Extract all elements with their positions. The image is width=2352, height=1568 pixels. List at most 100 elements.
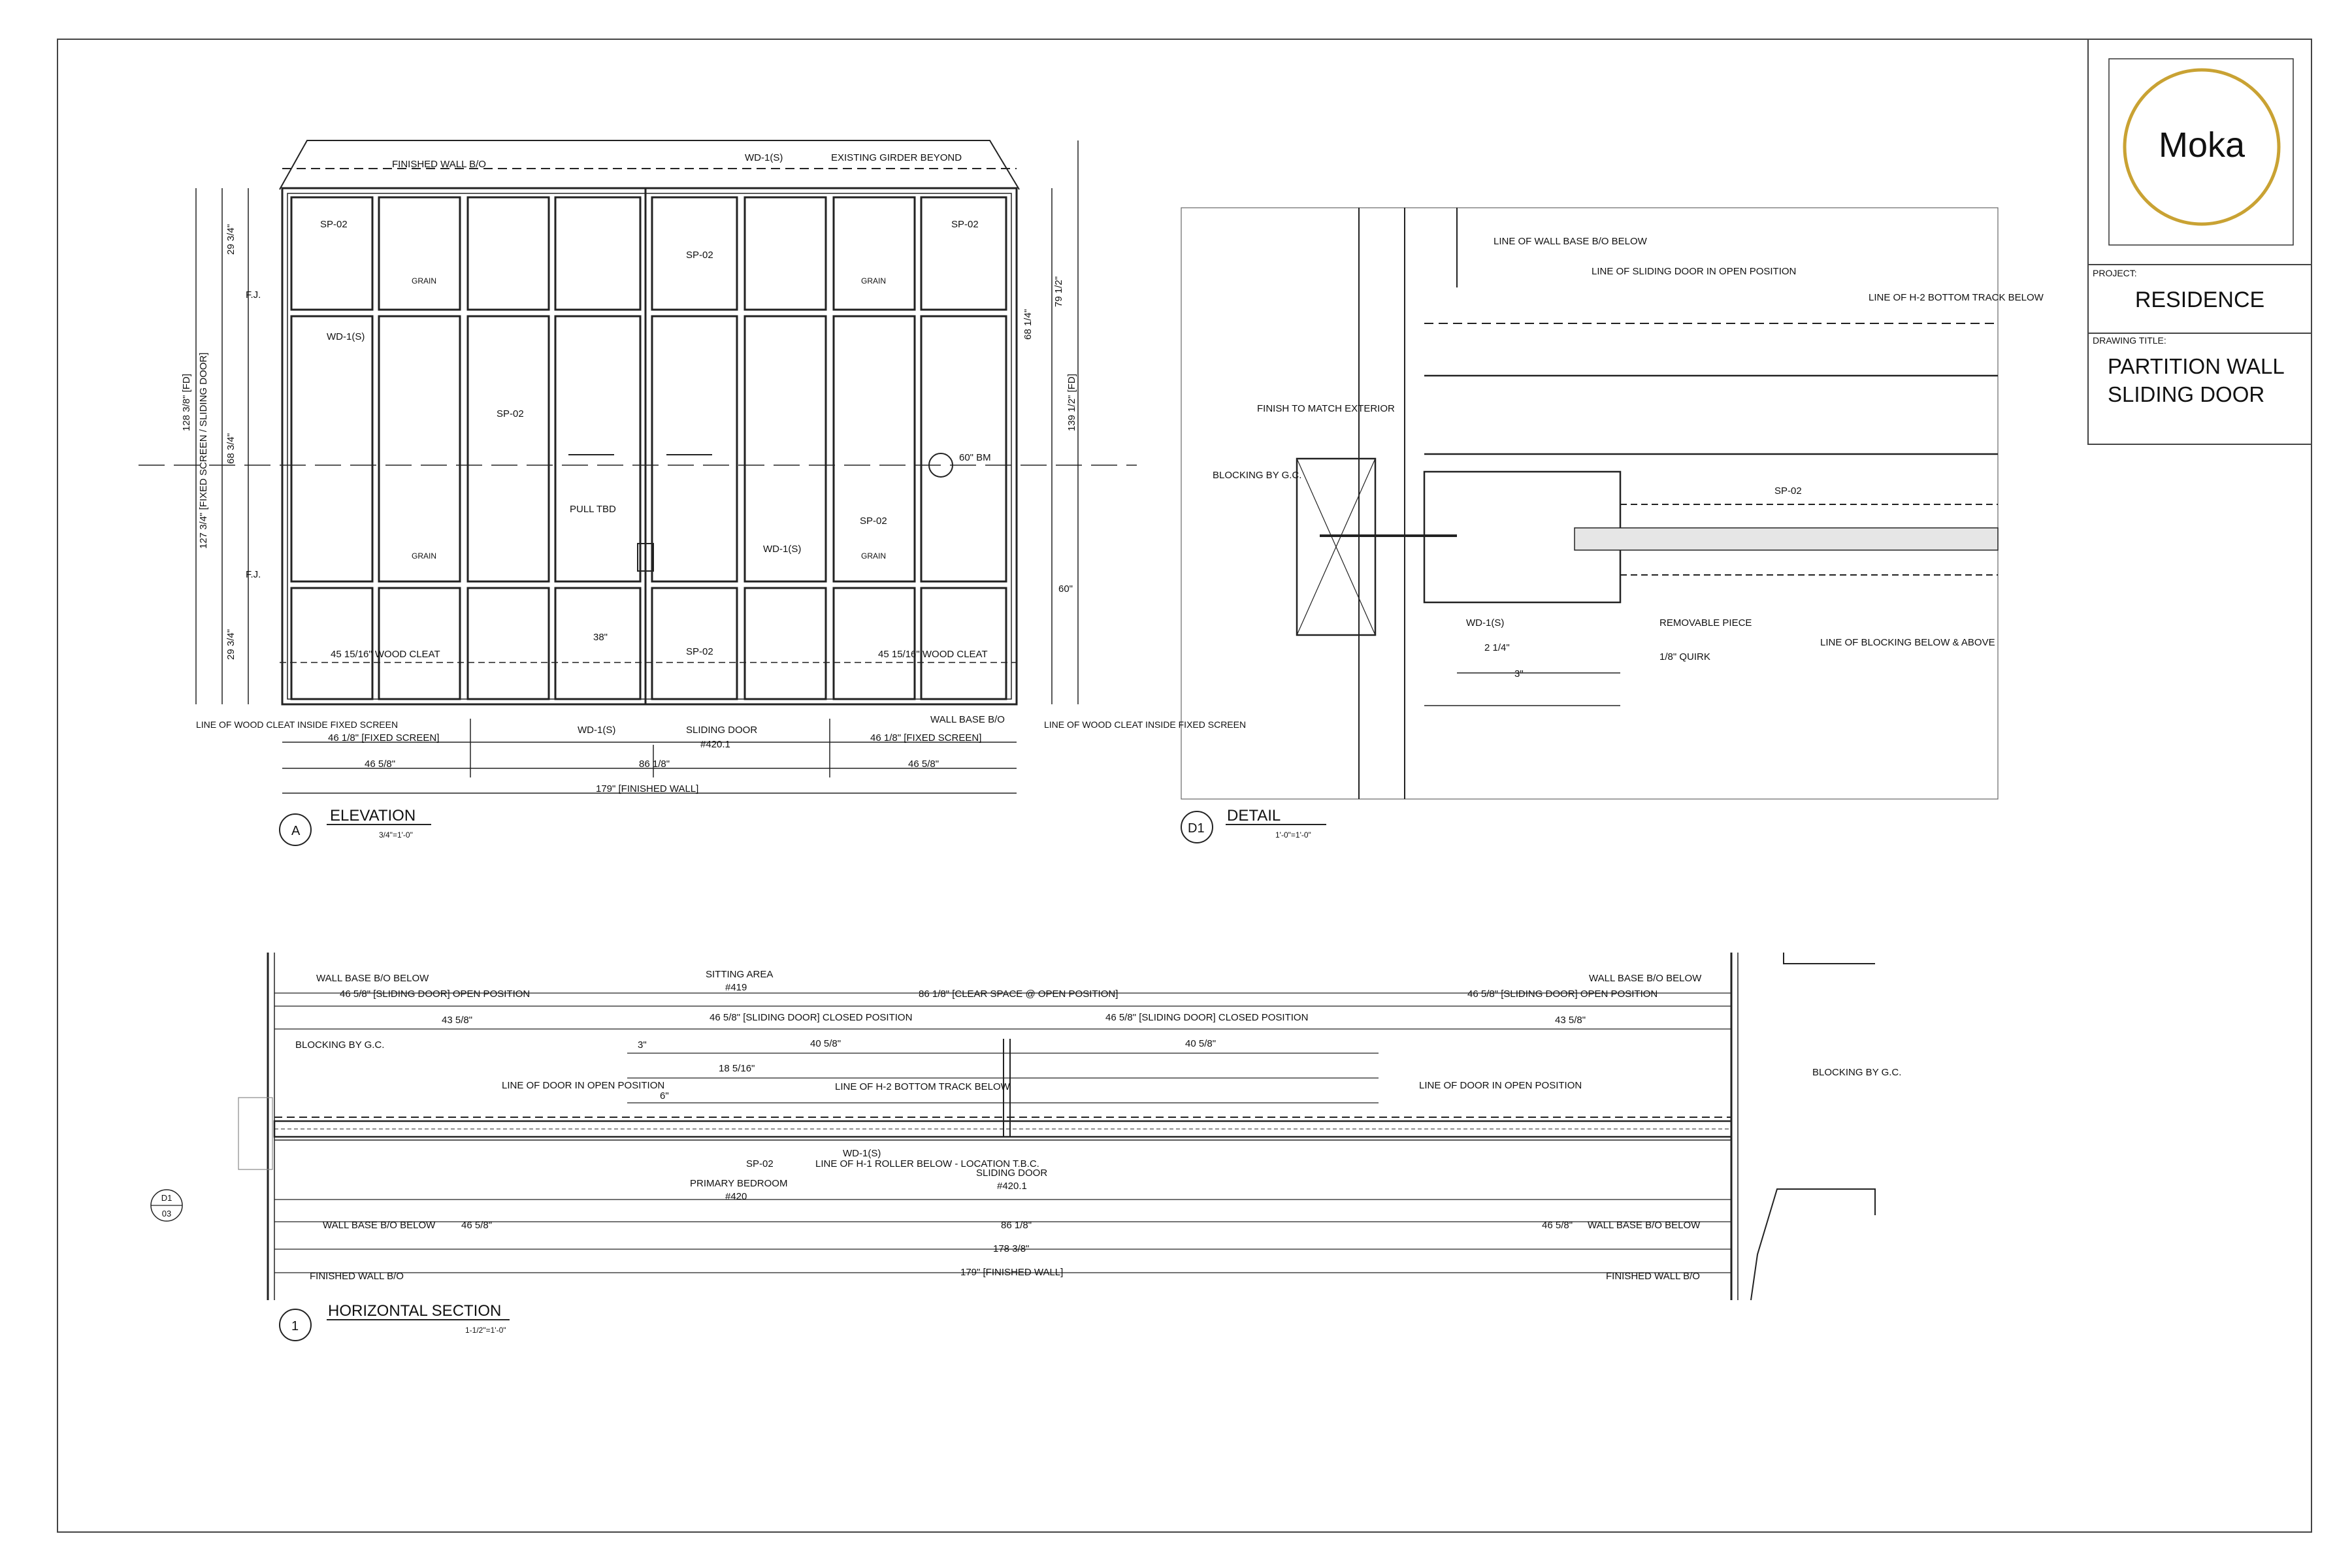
elev-title: ELEVATION: [330, 807, 416, 825]
sheet-border: [57, 39, 2312, 1533]
det-wd1: WD-1(S): [1466, 617, 1504, 629]
elev-line-wood-cleat-l: LINE OF WOOD CLEAT INSIDE FIXED SCREEN: [196, 719, 398, 730]
sec-sp02: SP-02: [746, 1158, 774, 1169]
logo-ring: [2123, 68, 2281, 226]
sec-dim-40-l: 40 5/8": [810, 1038, 841, 1049]
elev-dim-46-l: 46 5/8": [365, 759, 395, 770]
elev-dim-46-r: 46 5/8": [908, 759, 939, 770]
elev-finished-wall: FINISHED WALL B/O: [392, 159, 486, 170]
elev-grain-3: GRAIN: [412, 551, 436, 561]
sec-scale: 1-1/2"=1'-0": [465, 1326, 506, 1335]
det-tag: D1: [1188, 821, 1205, 836]
sec-h2-track: LINE OF H-2 BOTTOM TRACK BELOW: [835, 1081, 1011, 1092]
sec-wd1: WD-1(S): [843, 1148, 881, 1159]
elev-tag: A: [291, 824, 301, 838]
elev-dim-79: 79 1/2": [1053, 276, 1064, 307]
det-dim-2: 2 1/4": [1484, 642, 1510, 653]
elev-sp02-tl: SP-02: [320, 219, 348, 230]
logo-frame: [2108, 58, 2294, 246]
det-blocking-line: LINE OF BLOCKING BELOW & ABOVE: [1820, 637, 1995, 648]
elev-grain-4: GRAIN: [861, 551, 886, 561]
sec-finished-wall-r: FINISHED WALL B/O: [1606, 1271, 1700, 1282]
sec-ref-tag-top: D1: [161, 1193, 172, 1203]
sec-sitting-area: SITTING AREA: [706, 969, 773, 980]
sec-wall-base-tr: WALL BASE B/O BELOW: [1589, 973, 1702, 984]
sec-finished-wall-l: FINISHED WALL B/O: [310, 1271, 404, 1282]
sec-closed-r: 46 5/8" [SLIDING DOOR] CLOSED POSITION: [1105, 1012, 1308, 1023]
det-removable: REMOVABLE PIECE: [1659, 617, 1752, 629]
sec-sliding-no: #420.1: [997, 1181, 1027, 1192]
elev-fixed-screen-l: 46 1/8" [FIXED SCREEN]: [328, 732, 439, 743]
elev-dim-128: 128 3/8" [FD]: [181, 374, 192, 431]
elev-line-wood-cleat-r: LINE OF WOOD CLEAT INSIDE FIXED SCREEN: [1044, 719, 1246, 730]
sec-blocking-r: BLOCKING BY G.C.: [1812, 1067, 1901, 1078]
sec-clear: 86 1/8" [CLEAR SPACE @ OPEN POSITION]: [919, 988, 1118, 1000]
sec-dim-40-r: 40 5/8": [1185, 1038, 1216, 1049]
elev-wood-cleat-r: 45 15/16" WOOD CLEAT: [878, 649, 988, 660]
sec-dim-46-l: 46 5/8": [461, 1220, 492, 1231]
title-block: [2087, 39, 2312, 445]
drawing-title-label: DRAWING TITLE:: [2093, 335, 2166, 346]
elev-grain-2: GRAIN: [861, 276, 886, 286]
elev-dim-60: 60": [1058, 583, 1073, 595]
det-sp02: SP-02: [1774, 485, 1802, 497]
elev-grain-1: GRAIN: [412, 276, 436, 286]
elev-fj-bottom: F.J.: [246, 569, 261, 580]
det-quirk: 1/8" QUIRK: [1659, 651, 1710, 662]
elev-wood-cleat-l: 45 15/16" WOOD CLEAT: [331, 649, 440, 660]
sec-blocking-l: BLOCKING BY G.C.: [295, 1039, 384, 1051]
elev-dim-29-bot: 29 3/4": [225, 629, 237, 660]
elev-wd1-right: WD-1(S): [763, 544, 801, 555]
sec-title: HORIZONTAL SECTION: [328, 1302, 501, 1320]
sec-h1-roller: LINE OF H-1 ROLLER BELOW - LOCATION T.B.…: [815, 1158, 1039, 1169]
elev-fj-top: F.J.: [246, 289, 261, 301]
elev-dim-127: 127 3/4" [FIXED SCREEN / SLIDING DOOR]: [198, 353, 209, 549]
sec-dim-178: 178 3/8": [993, 1243, 1029, 1254]
elev-wd1-bottom: WD-1(S): [578, 725, 615, 736]
elev-sp02-tr: SP-02: [951, 219, 979, 230]
elev-dim-86: 86 1/8": [639, 759, 670, 770]
sec-dim-179: 179" [FINISHED WALL]: [960, 1267, 1063, 1278]
sec-ref-tag-bottom: 03: [162, 1209, 171, 1218]
sec-dim-6: 6": [660, 1090, 669, 1102]
elev-sp02-right: SP-02: [860, 515, 887, 527]
det-h2-track: LINE OF H-2 BOTTOM TRACK BELOW: [1869, 292, 2044, 303]
sec-sliding-door: SLIDING DOOR: [976, 1168, 1047, 1179]
elev-sp02-bottom: SP-02: [686, 646, 713, 657]
det-dim-3: 3": [1514, 668, 1524, 679]
elev-dim-179: 179" [FINISHED WALL]: [596, 783, 698, 794]
elev-fixed-screen-r: 46 1/8" [FIXED SCREEN]: [870, 732, 981, 743]
project-label: PROJECT:: [2093, 268, 2137, 278]
elev-wall-base: WALL BASE B/O: [930, 714, 1005, 725]
sec-dim-86: 86 1/8": [1001, 1220, 1032, 1231]
elev-sp02-mid-top: SP-02: [686, 250, 713, 261]
sec-primary-bedroom: PRIMARY BEDROOM: [690, 1178, 787, 1189]
sec-open-l: 46 5/8" [SLIDING DOOR] OPEN POSITION: [340, 988, 530, 1000]
det-sliding-open: LINE OF SLIDING DOOR IN OPEN POSITION: [1592, 266, 1796, 277]
sec-wall-base-tl: WALL BASE B/O BELOW: [316, 973, 429, 984]
elev-scale: 3/4"=1'-0": [379, 830, 413, 840]
det-finish-match: FINISH TO MATCH EXTERIOR: [1257, 403, 1395, 414]
elev-dim-68-r: 68 1/4": [1022, 309, 1034, 340]
drawing-title-line2: SLIDING DOOR: [2108, 382, 2264, 406]
elev-dim-139: 139 1/2" [FD]: [1066, 374, 1077, 431]
section-view: [150, 953, 1876, 1341]
elev-sp02-big: SP-02: [497, 408, 524, 419]
sec-tag: 1: [291, 1319, 299, 1333]
sec-wall-base-bl: WALL BASE B/O BELOW: [323, 1220, 436, 1231]
sec-dim-43-r: 43 5/8": [1555, 1015, 1586, 1026]
elev-existing-girder: EXISTING GIRDER BEYOND: [831, 152, 962, 163]
elev-dim-38: 38": [593, 632, 608, 643]
sec-primary-no: #420: [725, 1191, 747, 1202]
elev-sliding-door: SLIDING DOOR: [686, 725, 757, 736]
det-title: DETAIL: [1227, 807, 1281, 825]
sec-dim-18: 18 5/16": [719, 1063, 755, 1074]
det-scale: 1'-0"=1'-0": [1275, 830, 1311, 840]
logo-text: Moka: [2159, 125, 2246, 165]
det-blocking: BLOCKING BY G.C.: [1213, 470, 1301, 481]
sec-open-r: 46 5/8" [SLIDING DOOR] OPEN POSITION: [1467, 988, 1658, 1000]
sec-door-open-r: LINE OF DOOR IN OPEN POSITION: [1419, 1080, 1582, 1091]
sec-dim-3: 3": [638, 1039, 647, 1051]
sec-dim-43-l: 43 5/8": [442, 1015, 472, 1026]
